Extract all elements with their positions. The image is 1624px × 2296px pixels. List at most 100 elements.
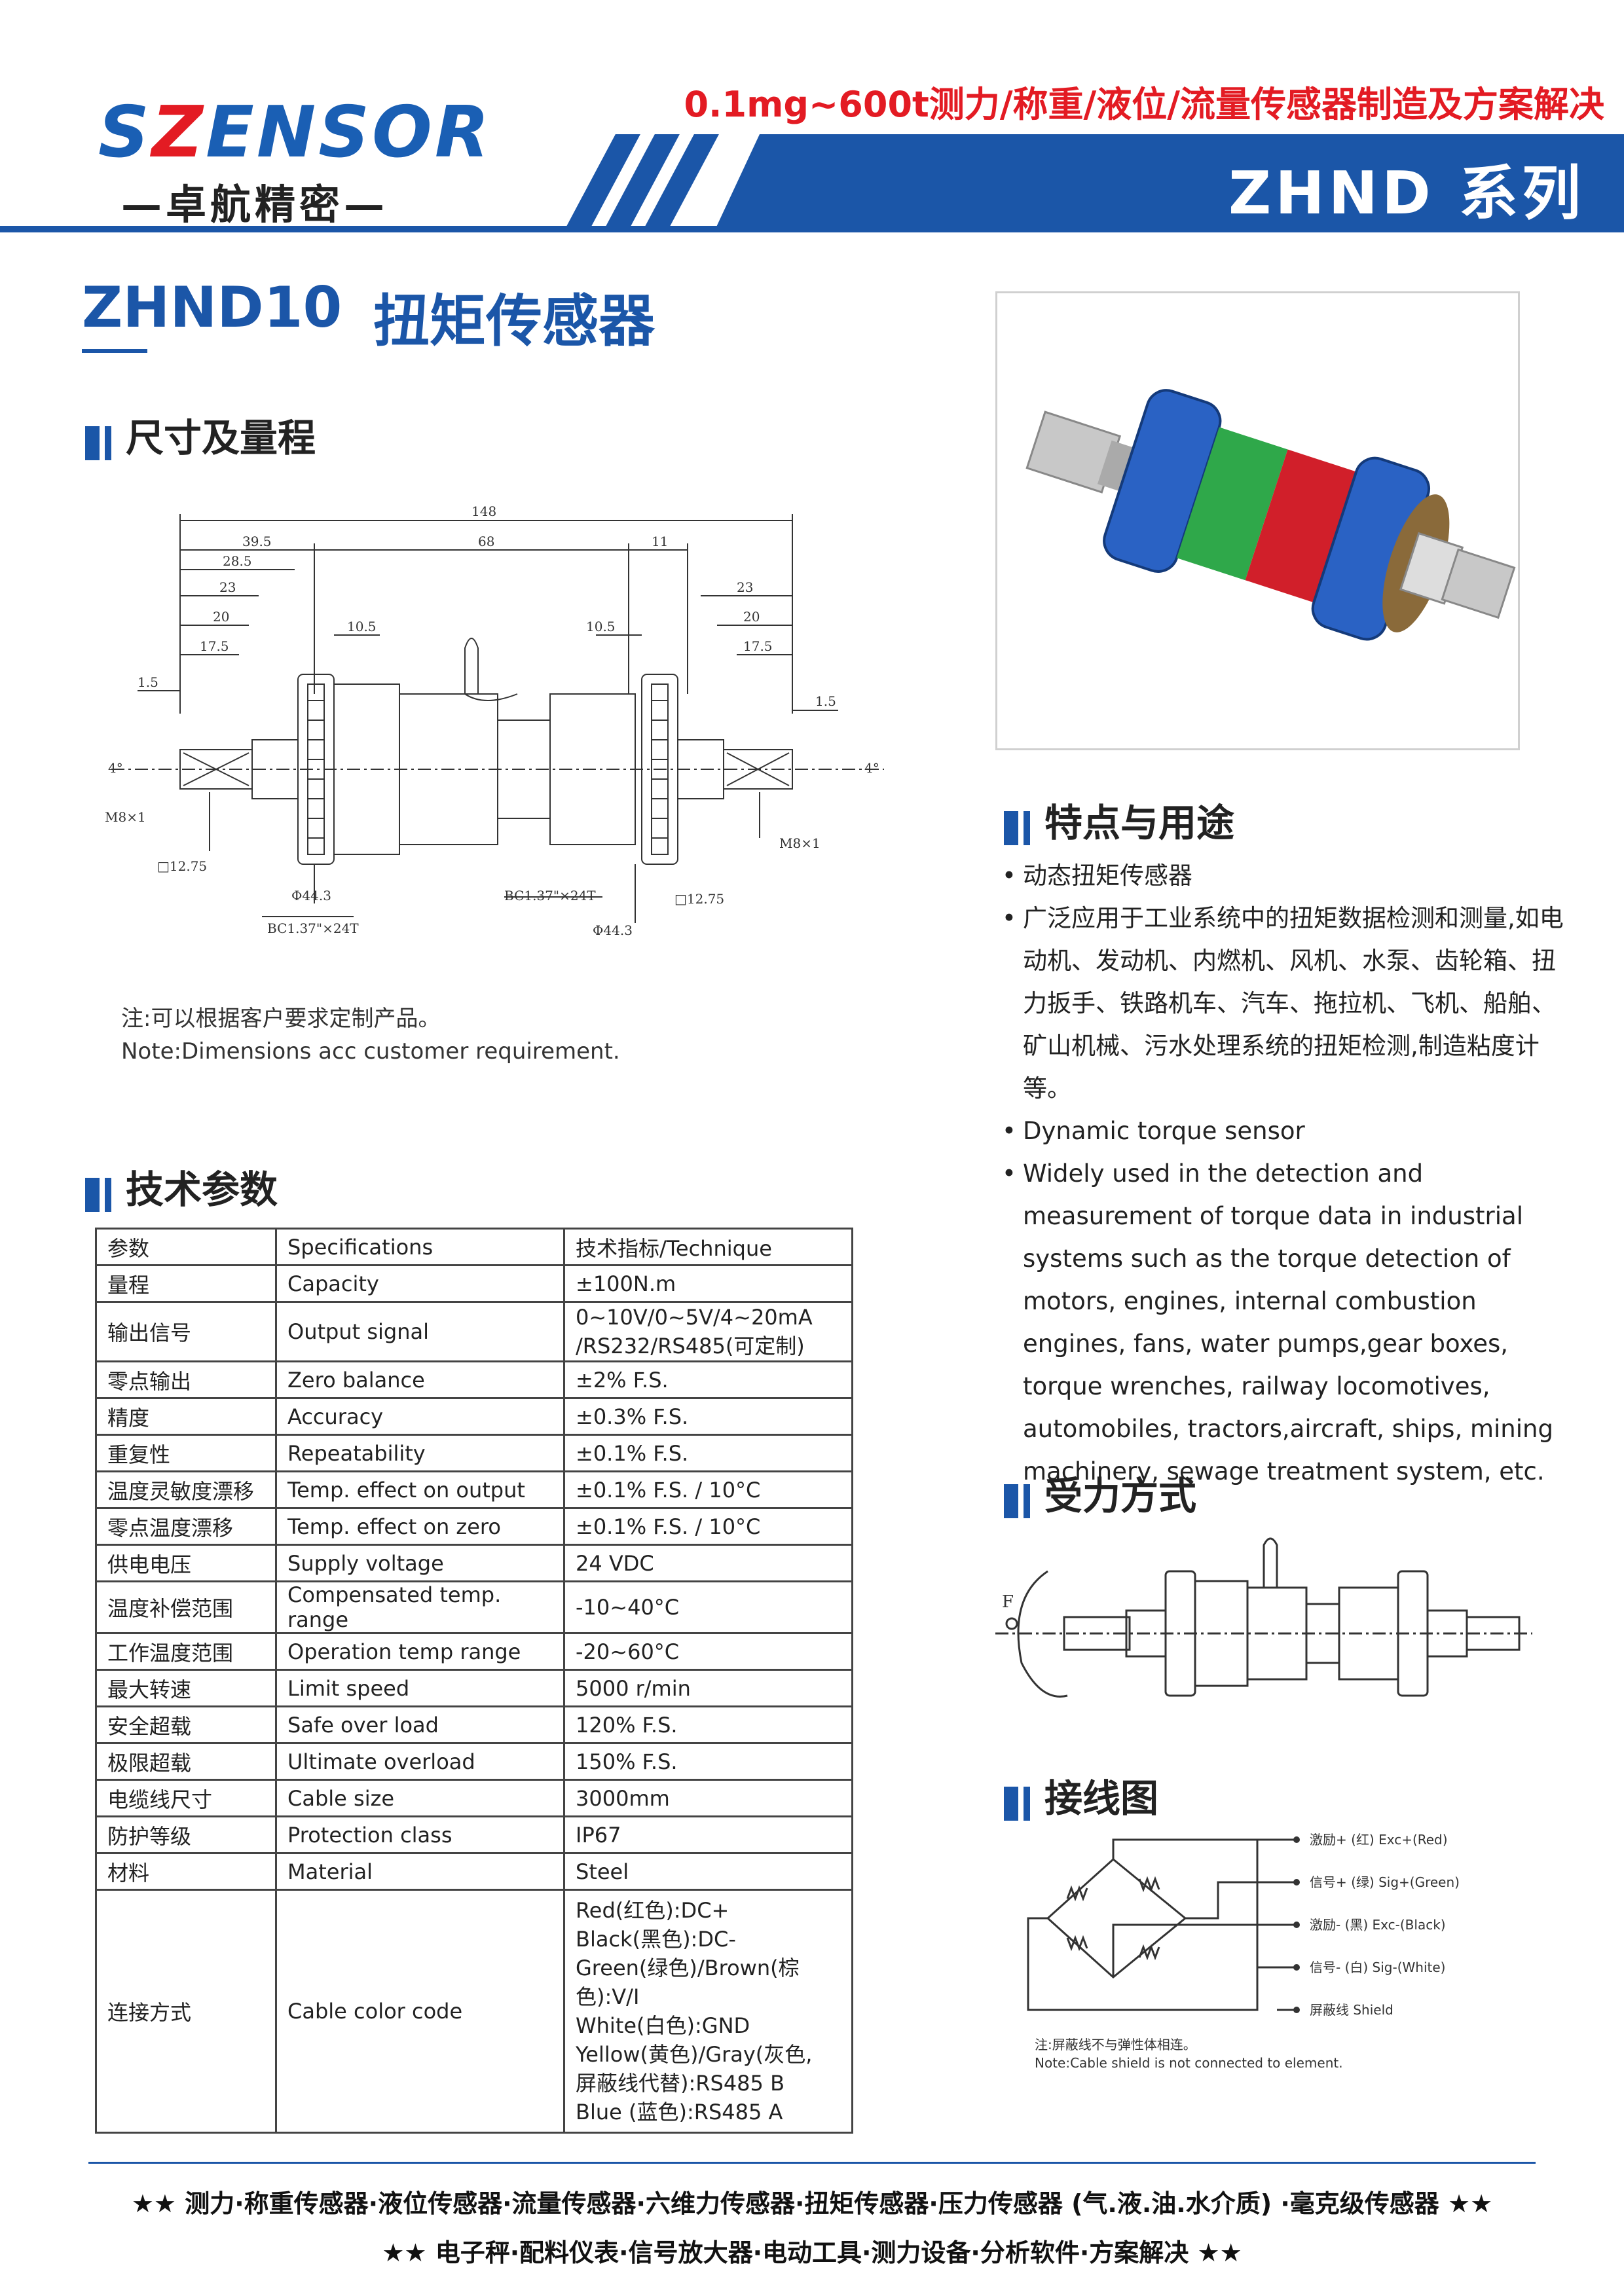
dim-68: 68 (478, 534, 494, 549)
param-en: Safe over load (275, 1705, 565, 1744)
dim-m8-left: M8×1 (105, 809, 146, 825)
param-value: 5000 r/min (563, 1669, 853, 1707)
dim-bc-left: BC1.37"×24T (267, 920, 359, 936)
header-tagline: 0.1mg~600t测力/称重/液位/流量传感器制造及方案解决 (684, 84, 1604, 125)
dim-4deg-right: 4° (864, 760, 879, 776)
dim-28-5: 28.5 (223, 553, 252, 569)
note-cn: 注:可以根据客户要求定制产品。 (121, 1006, 441, 1032)
param-en: Material (275, 1852, 565, 1891)
param-cn: 材料 (95, 1852, 277, 1891)
param-cn: 防护等级 (95, 1815, 277, 1854)
header-cell: 参数 (95, 1228, 277, 1266)
param-cn: 连接方式 (95, 1889, 277, 2134)
param-value: ±0.1% F.S. / 10°C (563, 1507, 853, 1546)
param-cn: 量程 (95, 1264, 277, 1303)
dim-10-5-left: 10.5 (347, 619, 377, 634)
cable-color-list: Red(红色):DC+ Black(黑色):DC- Green(绿色)/Brow… (563, 1889, 853, 2134)
wiring-note-cn: 注:屏蔽线不与弹性体相连。 (1035, 2037, 1196, 2052)
section-wiring: 接线图 (1004, 1768, 1158, 1823)
param-cn: 电缆线尺寸 (95, 1779, 277, 1817)
param-value: ±0.3% F.S. (563, 1397, 853, 1436)
table-row: 输出信号 Output signal 0~10V/0~5V/4~20mA/RS2… (95, 1301, 853, 1362)
param-en: Temp. effect on output (275, 1470, 565, 1509)
param-value: 0~10V/0~5V/4~20mA/RS232/RS485(可定制) (563, 1301, 853, 1362)
param-cn: 最大转速 (95, 1669, 277, 1707)
table-row: 量程 Capacity ±100N.m (95, 1264, 853, 1303)
dim-4deg-left: 4° (108, 760, 123, 776)
param-cn: 极限超载 (95, 1742, 277, 1781)
section-features: 特点与用途 (1004, 792, 1234, 848)
param-en: Repeatability (275, 1434, 565, 1472)
param-value: 120% F.S. (563, 1705, 853, 1744)
dim-phi-right: Φ44.3 (593, 922, 633, 938)
param-en: Cable size (275, 1779, 565, 1817)
param-value: ±100N.m (563, 1264, 853, 1303)
dim-phi-left: Φ44.3 (291, 888, 331, 903)
features-list: 动态扭矩传感器 广泛应用于工业系统中的扭矩数据检测和测量,如电动机、发动机、内燃… (1002, 854, 1572, 1493)
param-value: -10~40°C (563, 1580, 853, 1634)
wire-label-sig-plus: 信号+ (绿) Sig+(Green) (1310, 1874, 1460, 1890)
product-photo-frame (995, 291, 1520, 750)
param-en: Accuracy (275, 1397, 565, 1436)
param-value: ±0.1% F.S. (563, 1434, 853, 1472)
brand-logo: SZENSOR (98, 92, 492, 173)
param-en: Ultimate overload (275, 1742, 565, 1781)
wiring-diagram: 激励+ (红) Exc+(Red) 信号+ (绿) Sig+(Green) 激励… (1027, 1832, 1460, 2071)
section-specs: 技术参数 (85, 1159, 278, 1214)
param-cn: 安全超载 (95, 1705, 277, 1744)
param-cn: 精度 (95, 1397, 277, 1436)
footer-products: ★★ 测力·称重传感器·液位传感器·流量传感器·六维力传感器·扭矩传感器·压力传… (131, 2189, 1493, 2218)
dim-20-right: 20 (743, 609, 760, 625)
param-en: Operation temp range (275, 1632, 565, 1671)
param-en: Capacity (275, 1264, 565, 1303)
wire-label-shield: 屏蔽线 Shield (1310, 2002, 1393, 2018)
footer-rule (88, 2162, 1536, 2164)
param-en: Supply voltage (275, 1544, 565, 1582)
list-item: Widely used in the detection and measure… (1002, 1152, 1572, 1493)
param-en: Zero balance (275, 1360, 565, 1399)
dim-23-left: 23 (219, 579, 236, 595)
param-en: Limit speed (275, 1669, 565, 1707)
param-value: Steel (563, 1852, 853, 1891)
wire-label-sig-minus: 信号- (白) Sig-(White) (1310, 1959, 1445, 1975)
dim-17-5-right: 17.5 (743, 638, 773, 654)
dim-m8-right: M8×1 (779, 835, 821, 851)
spec-table: 参数 Specifications 技术指标/Technique 量程 Capa… (95, 1228, 853, 2134)
dimension-drawing: 148 39.5 68 11 28.5 23 20 17.5 1.5 10.5 … (105, 503, 884, 938)
product-name: 扭矩传感器 (373, 289, 655, 354)
dim-23-right: 23 (737, 579, 753, 595)
wiring-note-en: Note:Cable shield is not connected to el… (1035, 2055, 1343, 2071)
footer-services: ★★ 电子秤·配料仪表·信号放大器·电动工具·测力设备·分析软件·方案解决 ★★ (382, 2238, 1242, 2267)
param-cn: 供电电压 (95, 1544, 277, 1582)
param-cn: 工作温度范围 (95, 1632, 277, 1671)
list-item: 动态扭矩传感器 (1002, 854, 1572, 897)
param-en: Cable color code (275, 1889, 565, 2134)
param-cn: 零点温度漂移 (95, 1507, 277, 1546)
param-cn: 输出信号 (95, 1301, 277, 1362)
table-header-row: 参数 Specifications 技术指标/Technique (95, 1228, 853, 1266)
dim-20-left: 20 (213, 609, 229, 625)
header-cell: Specifications (275, 1228, 565, 1266)
param-cn: 零点输出 (95, 1360, 277, 1399)
header-rule (0, 226, 1624, 232)
dim-bc-right: BC1.37"×24T (504, 888, 596, 903)
force-label: F (1002, 1592, 1014, 1612)
brand-subtitle: —卓航精密— (121, 181, 389, 228)
section-dimensions: 尺寸及量程 (85, 407, 316, 463)
param-cn: 重复性 (95, 1434, 277, 1472)
note-en: Note:Dimensions acc customer requirement… (121, 1038, 620, 1065)
dim-10-5-right: 10.5 (586, 619, 616, 634)
header-series-bar (714, 134, 1624, 232)
dim-1-5-left: 1.5 (138, 674, 158, 690)
